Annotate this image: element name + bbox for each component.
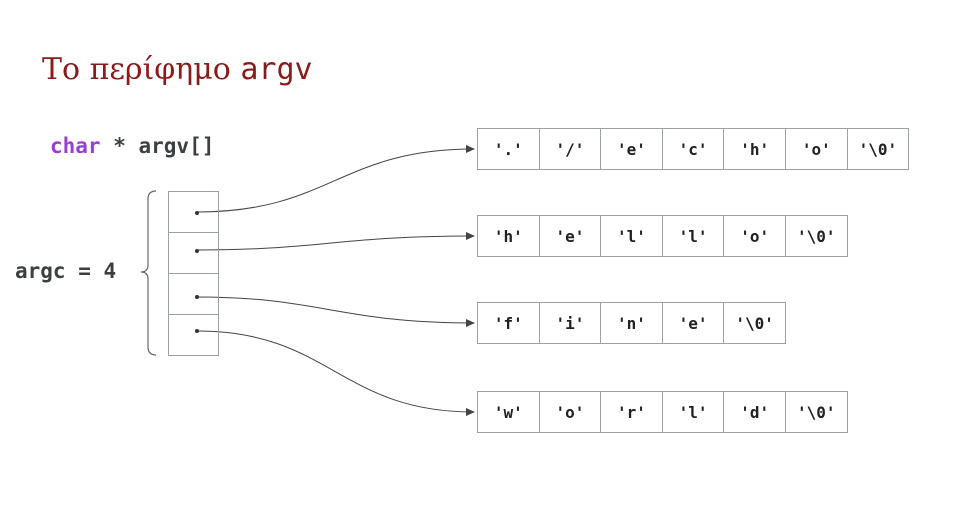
- char-cell: '.': [478, 129, 540, 169]
- char-cell: 'o': [786, 129, 848, 169]
- char-cell: 'o': [540, 392, 602, 432]
- string-array-2: 'f' 'i' 'n' 'e' '\0': [477, 302, 786, 344]
- char-cell: '\0': [724, 303, 786, 343]
- char-cell: 'r': [601, 392, 663, 432]
- char-cell: 'e': [601, 129, 663, 169]
- char-cell: 'e': [663, 303, 725, 343]
- argv-slot: [168, 315, 219, 356]
- string-array-3: 'w' 'o' 'r' 'l' 'd' '\0': [477, 391, 848, 433]
- argv-pointer-array: [168, 191, 219, 356]
- pointer-dot: [195, 295, 199, 299]
- pointer-dot: [195, 249, 199, 253]
- arrow-0: [196, 145, 475, 213]
- pointer-dot: [195, 329, 199, 333]
- char-cell: 'n': [601, 303, 663, 343]
- title-code: argv: [240, 52, 313, 87]
- declaration-rest: * argv[]: [100, 134, 215, 158]
- char-cell: 'l': [601, 216, 663, 256]
- char-cell: '\0': [786, 392, 848, 432]
- argc-label: argc = 4: [15, 259, 117, 283]
- char-cell: 'c': [663, 129, 725, 169]
- string-array-0: '.' '/' 'e' 'c' 'h' 'o' '\0': [477, 128, 910, 170]
- title-text: Το περίφημο: [42, 52, 241, 87]
- char-cell: '/': [540, 129, 602, 169]
- char-cell: 'o': [724, 216, 786, 256]
- char-cell: 'h': [478, 216, 540, 256]
- slide-title: Το περίφημο argv: [42, 52, 313, 87]
- string-array-1: 'h' 'e' 'l' 'l' 'o' '\0': [477, 215, 848, 257]
- char-keyword: char: [50, 134, 101, 158]
- arrow-2: [196, 296, 475, 327]
- char-cell: 'f': [478, 303, 540, 343]
- char-cell: 'i': [540, 303, 602, 343]
- argc-brace: [140, 190, 157, 356]
- argv-declaration: char * argv[]: [50, 134, 214, 158]
- char-cell: '\0': [786, 216, 848, 256]
- arrow-1: [196, 232, 475, 251]
- char-cell: 'l': [663, 392, 725, 432]
- char-cell: 'w': [478, 392, 540, 432]
- char-cell: 'h': [724, 129, 786, 169]
- char-cell: 'e': [540, 216, 602, 256]
- argv-slot: [168, 192, 219, 233]
- argv-slot: [168, 274, 219, 315]
- argv-slot: [168, 233, 219, 274]
- char-cell: '\0': [848, 129, 910, 169]
- char-cell: 'd': [724, 392, 786, 432]
- arrow-3: [196, 330, 475, 416]
- pointer-dot: [195, 211, 199, 215]
- char-cell: 'l': [663, 216, 725, 256]
